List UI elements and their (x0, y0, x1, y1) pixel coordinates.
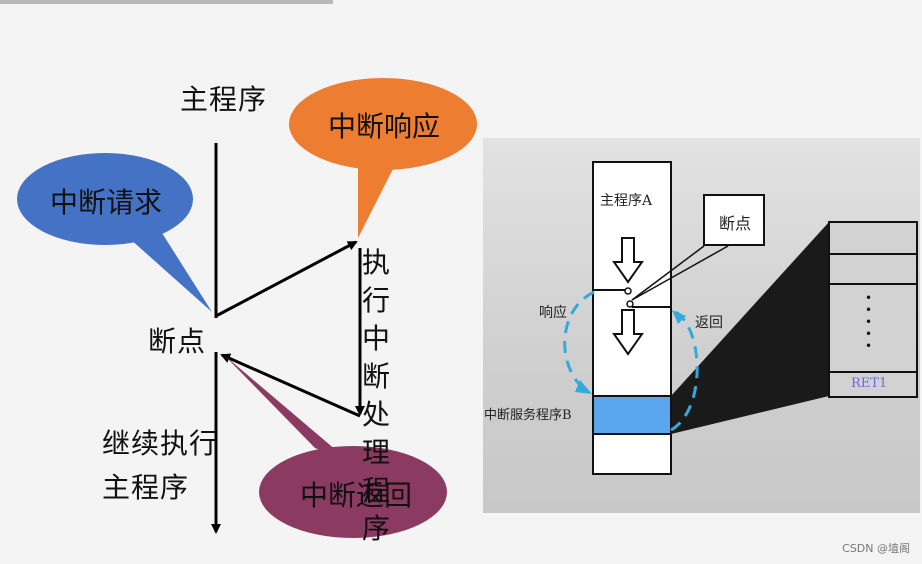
label-continue-2: 主程序 (102, 471, 190, 504)
bubble-request (17, 153, 193, 245)
execute-isr-line-1: 执行 (361, 246, 390, 317)
stack-block (828, 221, 918, 398)
arrow-return (220, 353, 361, 418)
label-isr-b: 中断服务程序B (484, 408, 572, 423)
bubble-response (289, 78, 477, 170)
response-arc (563, 290, 595, 394)
label-return: 返回 (695, 315, 723, 331)
down-arrow-upper (612, 237, 644, 284)
label-execute-isr: 执行 中断 处理 程序 (356, 244, 396, 548)
label-main-program-a: 主程序A (600, 193, 653, 209)
breakpoint-callout (703, 194, 765, 246)
bubble-return-label: 中断返回 (300, 479, 413, 512)
label-stack-dots: • • • • • (865, 291, 873, 353)
return-arc (670, 310, 699, 432)
bubble-request-label: 中断请求 (50, 186, 163, 219)
projection-wedge (671, 222, 829, 434)
execute-isr-line-2: 中断 (361, 322, 390, 393)
bubble-return-tail (224, 355, 350, 462)
bubble-request-tail (120, 222, 212, 312)
arrow-to-isr (215, 240, 358, 318)
label-breakpoint: 断点 (148, 325, 207, 358)
watermark: CSDN @埴阁 (842, 542, 910, 555)
bubble-return (259, 446, 447, 538)
isr-band (594, 397, 670, 433)
down-arrow-lower (612, 309, 644, 356)
label-ret1: RET1 (851, 376, 888, 391)
bubble-response-label: 中断响应 (328, 110, 441, 143)
top-divider (0, 0, 333, 4)
label-main-program: 主程序 (180, 83, 268, 116)
bubble-response-tail (358, 165, 395, 238)
label-response: 响应 (539, 305, 567, 321)
execute-isr-line-4: 程序 (361, 474, 390, 545)
label-continue-1: 继续执行 (102, 427, 219, 460)
execute-isr-line-3: 处理 (361, 398, 390, 469)
label-right-breakpoint: 断点 (719, 214, 752, 233)
